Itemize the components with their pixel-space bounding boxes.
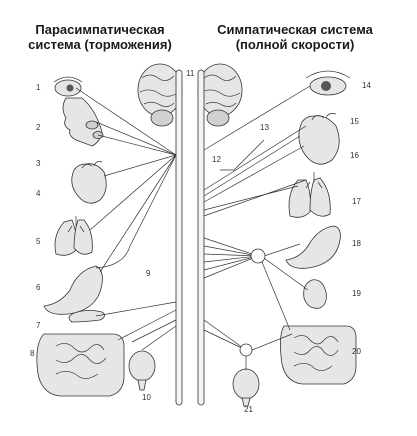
parasympathetic-title: Парасимпатическая система (торможения) [20, 22, 180, 52]
parasympathetic-title-line2: система (торможения) [28, 37, 172, 52]
right-brain [197, 63, 243, 127]
label-20: 20 [352, 347, 361, 356]
left-bladder [128, 350, 156, 391]
label-2: 2 [36, 123, 41, 132]
label-15: 15 [350, 117, 359, 126]
label-21: 21 [244, 405, 253, 414]
right-eye [305, 70, 351, 96]
label-14: 14 [362, 81, 371, 90]
label-5: 5 [36, 237, 41, 246]
left-brain [137, 63, 183, 127]
left-pancreas [68, 310, 105, 323]
sympathetic-title-line1: Симпатическая система [217, 22, 373, 37]
label-18: 18 [352, 239, 361, 248]
right-heart [298, 113, 340, 165]
sympathetic-title: Симпатическая система (полной скорости) [210, 22, 380, 52]
right-nerve-fibers [203, 85, 311, 370]
left-face-glands [62, 97, 104, 147]
label-3: 3 [36, 159, 41, 168]
left-intestines [36, 333, 125, 397]
label-16: 16 [350, 151, 359, 160]
parasympathetic-title-line1: Парасимпатическая [35, 22, 165, 37]
left-lungs [54, 216, 93, 256]
label-19: 19 [352, 289, 361, 298]
right-ganglia [239, 248, 266, 357]
label-9: 9 [146, 269, 151, 278]
label-12: 12 [212, 155, 221, 164]
right-lungs [288, 172, 331, 218]
label-6: 6 [36, 283, 41, 292]
sympathetic-title-line2: (полной скорости) [235, 37, 355, 52]
label-4: 4 [36, 189, 41, 198]
label-7: 7 [36, 321, 41, 330]
left-eye [53, 76, 83, 97]
right-spinal-cord [197, 69, 205, 406]
left-heart [71, 161, 107, 204]
right-bladder [232, 368, 260, 407]
label-17: 17 [352, 197, 361, 206]
right-kidney [303, 279, 327, 309]
right-stomach [285, 225, 341, 269]
left-nerve-fibers [75, 87, 177, 351]
label-10: 10 [142, 393, 151, 402]
right-intestines [280, 325, 357, 385]
label-11: 11 [186, 69, 195, 78]
left-spinal-cord [175, 69, 183, 406]
label-8: 8 [30, 349, 35, 358]
label-13: 13 [260, 123, 269, 132]
label-1: 1 [36, 83, 41, 92]
left-stomach [43, 265, 103, 315]
